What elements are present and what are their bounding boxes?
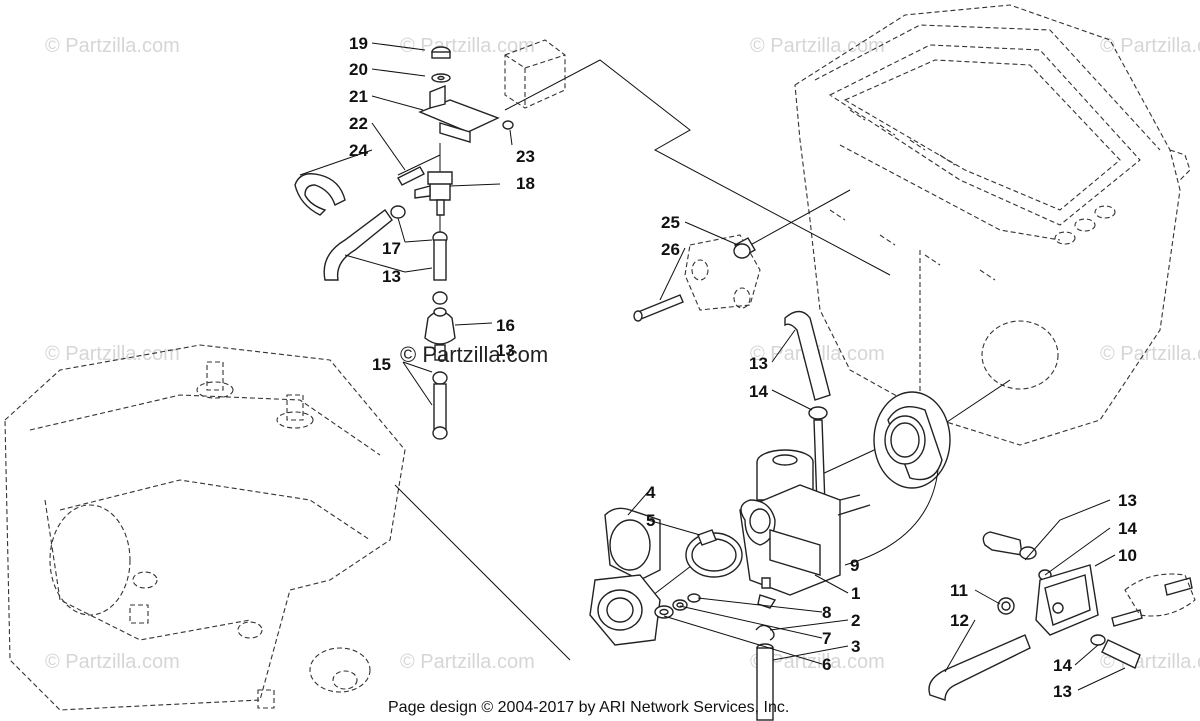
relay-outline — [504, 39, 761, 311]
callout-23: 23 — [516, 147, 535, 166]
callout-9: 9 — [850, 556, 859, 575]
hose-clip — [294, 173, 346, 216]
callout-13: 13 — [496, 341, 515, 360]
washers — [654, 593, 701, 619]
engine-outline — [4, 344, 406, 711]
callout-25: 25 — [661, 213, 680, 232]
center-watermark: © Partzilla.com — [400, 342, 548, 367]
carburetor — [739, 449, 871, 609]
grommet — [502, 120, 514, 130]
callout-5: 5 — [646, 511, 655, 530]
watermark: © Partzilla.com — [1100, 35, 1200, 57]
fuel-hose — [323, 209, 393, 281]
fuel-pump-assembly — [928, 531, 1196, 701]
callout-1: 1 — [851, 584, 860, 603]
callout-2: 2 — [851, 611, 860, 630]
watermark: © Partzilla.com — [45, 343, 180, 365]
callout-labels: 19 20 21 22 24 23 18 17 13 16 13 15 25 2… — [349, 34, 1137, 701]
mount-hardware — [633, 237, 756, 322]
callout-11: 11 — [950, 581, 968, 600]
callout-leaders — [299, 42, 1126, 691]
callout-16: 16 — [496, 316, 515, 335]
watermark: © Partzilla.com — [750, 35, 885, 57]
watermark-layer: © Partzilla.com © Partzilla.com © Partzi… — [45, 35, 1200, 673]
callout-20: 20 — [349, 60, 368, 79]
callout-14: 14 — [1118, 519, 1137, 538]
drain-hose — [755, 624, 775, 721]
callout-3: 3 — [851, 637, 860, 656]
watermark: © Partzilla.com — [400, 651, 535, 673]
callout-10: 10 — [1118, 546, 1137, 565]
callout-12: 12 — [950, 611, 969, 630]
callout-18: 18 — [516, 174, 535, 193]
watermark: © Partzilla.com — [45, 651, 180, 673]
watermark: © Partzilla.com — [45, 35, 180, 57]
callout-15: 15 — [372, 355, 391, 374]
air-intake-boot — [873, 391, 951, 489]
callout-22: 22 — [349, 114, 368, 133]
watermark: © Partzilla.com — [750, 651, 885, 673]
callout-4: 4 — [646, 483, 656, 502]
airbox-outline — [794, 4, 1191, 446]
callout-6: 6 — [822, 655, 831, 674]
intake-flange — [589, 507, 743, 646]
fuel-line — [433, 239, 447, 281]
watermark: © Partzilla.com — [1100, 343, 1200, 365]
callout-13: 13 — [1053, 682, 1072, 701]
callout-13: 13 — [749, 354, 768, 373]
callout-13: 13 — [1118, 491, 1137, 510]
callout-26: 26 — [661, 240, 680, 259]
callout-7: 7 — [822, 629, 831, 648]
callout-24: 24 — [349, 141, 368, 160]
callout-14: 14 — [749, 382, 768, 401]
callout-21: 21 — [349, 87, 368, 106]
watermark: © Partzilla.com — [400, 35, 535, 57]
callout-14: 14 — [1053, 656, 1072, 675]
hose-clamp — [808, 406, 828, 420]
callout-19: 19 — [349, 34, 368, 53]
callout-8: 8 — [822, 603, 831, 622]
page-footer: Page design © 2004-2017 by ARI Network S… — [388, 699, 789, 716]
screw — [397, 166, 425, 186]
callout-13: 13 — [382, 267, 401, 286]
callout-17: 17 — [382, 239, 401, 258]
fuel-valve-assembly — [294, 46, 514, 440]
intake-clamp — [685, 532, 743, 578]
